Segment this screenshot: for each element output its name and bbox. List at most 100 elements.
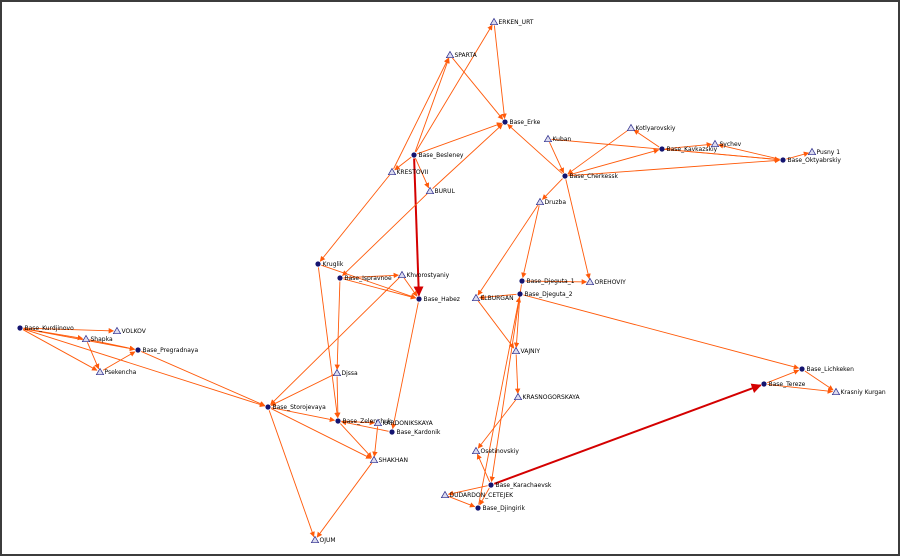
node-ERKEN_URT[interactable]: ERKEN_URT: [489, 17, 534, 26]
edge-BURUL-to-Base_Ispravnoe: [342, 193, 428, 276]
point-node-marker: [112, 326, 122, 335]
edge-Base_Kurdjinovo-to-Psekencha: [22, 329, 98, 371]
node-SHAKHAN[interactable]: SHAKHAN: [369, 455, 408, 464]
node-KRESTOVII[interactable]: KRESTOVII: [387, 167, 428, 176]
node-Djssa[interactable]: Djssa: [332, 368, 358, 377]
base-node-marker: [562, 173, 568, 179]
edge-Kruglik-to-Base_Zelenchuk: [317, 267, 340, 419]
edge-Base_Tereze-to-Base_Lichkeken: [767, 369, 800, 384]
edge-Base_Besleney-to-ERKEN_URT: [415, 24, 493, 153]
node-VOLKOV[interactable]: VOLKOV: [112, 326, 147, 335]
node-OJUM[interactable]: OJUM: [310, 535, 336, 544]
node-SPARTA[interactable]: SPARTA: [445, 50, 478, 59]
edge-VAJNIY-to-KRASNOGORSKAYA: [514, 354, 521, 395]
edge-Shapka-to-Base_Pregradnaya: [89, 339, 136, 351]
edge-Base_Ispravnoe-to-Khvorostyaniy: [343, 272, 400, 279]
edge-Base_Djeguta_2-to-Base_Lichkeken: [523, 294, 800, 370]
point-node-marker: [535, 197, 545, 206]
node-label: Base_Habez: [424, 296, 460, 303]
node-label: SPARTA: [455, 52, 478, 59]
node-BURUL[interactable]: BURUL: [425, 186, 456, 195]
point-node-marker: [511, 346, 521, 355]
node-Base_Cherkessk[interactable]: Base_Cherkessk: [562, 173, 618, 180]
node-Kotlyarovskiy[interactable]: Kotlyarovskiy: [626, 123, 676, 132]
node-DUDARDON_CETEJEK[interactable]: DUDARDON_CETEJEK: [440, 490, 514, 499]
edge-Base_Besleney-to-BURUL: [415, 158, 430, 189]
node-label: Base_Kurdjinovo: [25, 325, 75, 332]
node-ELBURGAN[interactable]: ELBURGAN: [471, 293, 514, 302]
point-node-marker: [310, 535, 320, 544]
node-Base_Djingirik[interactable]: Base_Djingirik: [475, 505, 525, 512]
node-Base_Kardonik[interactable]: Base_Kardonik: [389, 429, 441, 436]
node-Base_Pregradnaya[interactable]: Base_Pregradnaya: [135, 347, 198, 354]
edge-Base_Kavkazskiy-to-Kotlyarovskiy: [633, 129, 660, 148]
node-Base_Zelenchuk[interactable]: Base_Zelenchuk: [335, 418, 392, 425]
node-Khvorostyaniy[interactable]: Khvorostyaniy: [397, 270, 450, 279]
node-Base_Habez[interactable]: Base_Habez: [416, 296, 460, 303]
node-Base_Besleney[interactable]: Base_Besleney: [411, 152, 464, 159]
node-Base_Oktyabrskiy[interactable]: Base_Oktyabrskiy: [780, 157, 841, 164]
node-Base_Ispravnoe[interactable]: Base_Ispravnoe: [337, 275, 392, 282]
point-node-marker: [489, 17, 499, 26]
node-Base_Djeguta_2[interactable]: Base_Djeguta_2: [517, 291, 573, 298]
node-Sychev[interactable]: Sychev: [710, 139, 742, 148]
point-node-marker: [332, 368, 342, 377]
node-label: Base_Zelenchuk: [343, 418, 392, 425]
node-Druzba[interactable]: Druzba: [535, 197, 566, 206]
node-label: Base_Kardonik: [397, 429, 441, 436]
point-node-marker: [440, 490, 450, 499]
node-Osetinovskiy[interactable]: Osetinovskiy: [471, 446, 519, 455]
node-label: OREHOVIY: [595, 279, 627, 286]
node-Psekencha[interactable]: Psekencha: [95, 367, 137, 376]
node-label: Base_Pregradnaya: [143, 347, 199, 354]
edge-Base_Kardonik-to-Base_Zelenchuk: [340, 420, 389, 432]
edge-Base_Storojevaya-to-SHAKHAN: [270, 408, 372, 459]
node-label: VOLKOV: [122, 328, 147, 335]
edge-Base_Cherkessk-to-Base_Kavkazskiy: [568, 148, 660, 176]
node-KRASNOGORSKAYA[interactable]: KRASNOGORSKAYA: [513, 392, 581, 401]
edge-Base_Kurdjinovo-to-Base_Storojevaya: [23, 328, 266, 408]
node-OREHOVIY[interactable]: OREHOVIY: [585, 277, 627, 286]
node-KARDONIKSKAYA[interactable]: KARDONIKSKAYA: [373, 418, 434, 427]
edge-Base_Besleney-to-Base_Habez: [413, 158, 424, 297]
node-label: SHAKHAN: [379, 457, 408, 464]
edge-Base_Cherkessk-to-Base_Oktyabrskiy: [568, 157, 781, 177]
node-Base_Tereze[interactable]: Base_Tereze: [761, 381, 806, 388]
base-node-marker: [780, 157, 786, 163]
point-node-marker: [626, 123, 636, 132]
node-Kuban[interactable]: Kuban: [543, 134, 571, 143]
node-Base_Kurdjinovo[interactable]: Base_Kurdjinovo: [17, 325, 74, 332]
base-node-marker: [411, 152, 417, 158]
node-VAJNIY[interactable]: VAJNIY: [511, 346, 540, 355]
edge-Base_Oktyabrskiy-to-Sychev: [717, 143, 780, 160]
edge-Base_Besleney-to-Base_Erke: [417, 122, 503, 155]
node-Base_Djeguta_1[interactable]: Base_Djeguta_1: [519, 278, 575, 285]
point-node-marker: [585, 277, 595, 286]
node-Pusny 1[interactable]: Pusny 1: [807, 147, 840, 156]
node-Krasniy Kurgan[interactable]: Krasniy Kurgan: [831, 387, 886, 396]
edge-Base_Pregradnaya-to-Base_Storojevaya: [141, 350, 266, 407]
base-node-marker: [488, 482, 494, 488]
node-label: KRASNOGORSKAYA: [523, 394, 581, 401]
node-label: Sychev: [720, 141, 742, 148]
node-Kruglik[interactable]: Kruglik: [315, 261, 344, 268]
node-Base_Erke[interactable]: Base_Erke: [502, 119, 541, 126]
base-node-marker: [761, 381, 767, 387]
node-label: Base_Oktyabrskiy: [788, 157, 842, 164]
edge-Base_Cherkessk-to-Base_Erke: [507, 123, 563, 174]
node-Base_Storojevaya[interactable]: Base_Storojevaya: [265, 404, 326, 411]
point-node-marker: [81, 334, 91, 343]
node-label: Base_Djeguta_2: [525, 291, 573, 298]
node-Base_Lichkeken[interactable]: Base_Lichkeken: [799, 366, 854, 373]
node-Shapka[interactable]: Shapka: [81, 334, 113, 343]
edge-Base_Djingirik-to-Base_Djeguta_2: [478, 296, 522, 505]
node-Base_Kavkazskiy[interactable]: Base_Kavkazskiy: [659, 146, 718, 153]
node-Base_Karachaevsk[interactable]: Base_Karachaevsk: [488, 482, 552, 489]
node-label: ELBURGAN: [481, 295, 514, 302]
point-node-marker: [471, 446, 481, 455]
edge-Base_Djeguta_2-to-ELBURGAN: [478, 293, 517, 300]
edge-BURUL-to-Base_Erke: [432, 124, 503, 189]
edge-Base_Tereze-to-Krasniy Kurgan: [767, 383, 834, 394]
node-label: Base_Erke: [510, 119, 541, 126]
